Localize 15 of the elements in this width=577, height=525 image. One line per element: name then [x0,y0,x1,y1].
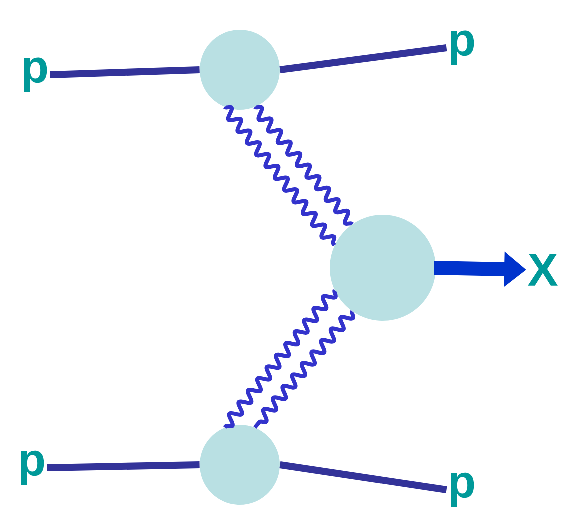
particle-line [47,462,200,472]
wavy-line [254,105,354,226]
particle-label: X [528,254,558,286]
vertex-blob [330,215,436,321]
vertex-blob [200,425,280,505]
wavy-line [254,312,356,430]
particle-label: p [20,450,44,486]
particle-label: p [24,58,48,92]
particle-line [280,44,448,74]
particle-line [280,462,448,494]
wavy-line [224,105,336,247]
vertex-blob [200,30,280,110]
particle-label: p [450,472,474,508]
particle-label: p [450,30,474,66]
particle-line [50,66,200,78]
